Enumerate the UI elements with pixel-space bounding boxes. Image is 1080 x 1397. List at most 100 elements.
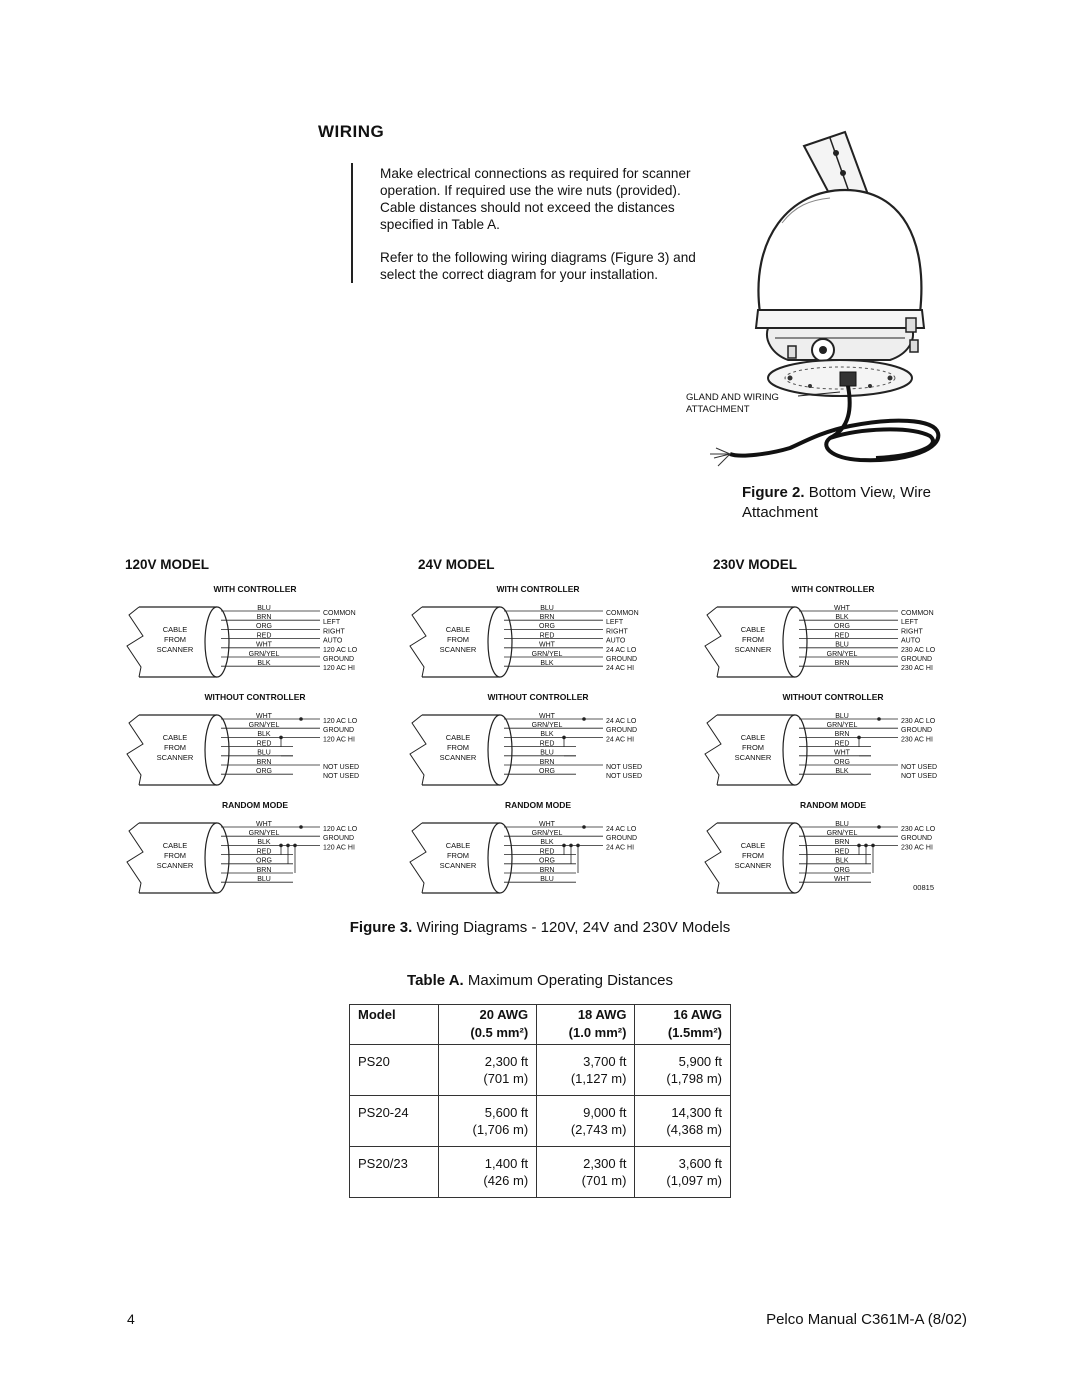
junction-dot [871, 843, 875, 848]
wire-label: BLU [257, 750, 271, 757]
wire-label: BLK [257, 839, 271, 846]
diagram-heading: RANDOM MODE [505, 800, 571, 810]
cable-break [409, 606, 427, 678]
wire-label: GRN/YEL [532, 722, 563, 729]
wire-label: BLK [540, 731, 554, 738]
cell-m: (1,127 m) [536, 1070, 636, 1096]
terminal-label: 120 AC LO [323, 647, 358, 654]
junction-dot [562, 843, 566, 848]
terminal-label: 24 AC HI [606, 665, 634, 672]
terminal-label: RIGHT [606, 628, 629, 635]
terminal-label: COMMON [606, 610, 639, 617]
wire-label: WHT [256, 642, 273, 649]
intro-paragraph: Make electrical connections as required … [380, 166, 691, 232]
wire-label: BLK [257, 731, 271, 738]
wire-label: RED [835, 740, 850, 747]
wire-label: BRN [540, 867, 555, 874]
terminal-label: RIGHT [901, 628, 924, 635]
terminal-label: LEFT [323, 619, 341, 626]
wire-label: BRN [540, 759, 555, 766]
wire-label: WHT [256, 821, 273, 828]
terminal-label: 24 AC HI [606, 736, 634, 743]
figure2-caption: Figure 2. Bottom View, Wire Attachment [742, 483, 1002, 523]
table-row: (1,706 m) (2,743 m) (4,368 m) [349, 1121, 731, 1147]
cable-label: CABLE [163, 841, 188, 850]
cable-label: CABLE [446, 733, 471, 742]
cable-break [704, 822, 722, 894]
terminal-label: 230 AC HI [901, 844, 933, 851]
cable-end [782, 714, 808, 786]
terminal-label: LEFT [606, 619, 624, 626]
wire-label: RED [540, 848, 555, 855]
cable-label: CABLE [163, 625, 188, 634]
cable-label: CABLE [741, 841, 766, 850]
cell-m: (2,743 m) [536, 1121, 636, 1147]
diagram-heading: WITHOUT CONTROLLER [487, 692, 588, 702]
diagram-heading: WITH CONTROLLER [791, 584, 874, 594]
junction-dot [582, 825, 586, 829]
table-header-row-1: Model 20 AWG 18 AWG 16 AWG [349, 1004, 731, 1023]
cable-label: SCANNER [735, 645, 772, 654]
cell-m: (1,097 m) [634, 1172, 731, 1198]
terminal-label: NOT USED [606, 764, 642, 771]
cell-m: (1,706 m) [438, 1121, 538, 1147]
wire-label: WHT [256, 713, 273, 720]
junction-dot [299, 825, 303, 829]
header-16awg-sub: (1.5mm²) [634, 1023, 731, 1045]
wire-label: RED [540, 632, 555, 639]
terminal-label: AUTO [606, 638, 626, 645]
wire-label: ORG [834, 867, 850, 874]
wire-label: BLK [835, 614, 849, 621]
table-row: (426 m) (701 m) (1,097 m) [349, 1172, 731, 1198]
cell-m: (701 m) [536, 1172, 636, 1198]
terminal-label: GROUND [323, 727, 354, 734]
wire-label: BRN [835, 839, 850, 846]
wire-label: BRN [835, 660, 850, 667]
wire-label: BRN [540, 614, 555, 621]
terminal-label: NOT USED [323, 773, 359, 780]
table-row: (701 m) (1,127 m) (1,798 m) [349, 1070, 731, 1096]
wire-label: ORG [539, 623, 555, 630]
cable-label: CABLE [741, 733, 766, 742]
wire-label: BLU [835, 713, 849, 720]
cable-end [204, 822, 230, 894]
wire-label: WHT [539, 821, 556, 828]
tableA-label: Table A. [407, 972, 464, 989]
junction-dot [582, 717, 586, 721]
wire-label: GRN/YEL [532, 651, 563, 658]
terminal-label: 120 AC LO [323, 718, 358, 725]
cable-label: CABLE [741, 625, 766, 634]
terminal-label: 230 AC LO [901, 647, 936, 654]
terminal-label: LEFT [901, 619, 919, 626]
header-20awg: 20 AWG [438, 1004, 538, 1023]
wire-label: BLK [257, 660, 271, 667]
terminal-label: COMMON [323, 610, 356, 617]
terminal-label: GROUND [901, 727, 932, 734]
cell-ft: 2,300 ft [536, 1155, 636, 1172]
figure3-caption: Figure 3. Wiring Diagrams - 120V, 24V an… [0, 919, 1080, 936]
model-title-120v: 120V MODEL [125, 557, 210, 572]
terminal-label: 24 AC LO [606, 647, 637, 654]
junction-dot [857, 735, 861, 740]
terminal-label: GROUND [901, 835, 932, 842]
cell-ft: 14,300 ft [634, 1104, 731, 1121]
terminal-label: NOT USED [901, 773, 937, 780]
wire-label: BLU [257, 876, 271, 883]
cable-label: SCANNER [735, 861, 772, 870]
terminal-label: NOT USED [606, 773, 642, 780]
junction-dot [569, 843, 573, 848]
section-title: WIRING [318, 122, 385, 141]
junction-dot [864, 843, 868, 848]
diagram-heading: WITH CONTROLLER [213, 584, 296, 594]
wire-label: ORG [539, 768, 555, 775]
cable-label: FROM [742, 635, 764, 644]
table-header-row-2: (0.5 mm²) (1.0 mm²) (1.5mm²) [349, 1023, 731, 1045]
terminal-label: 120 AC HI [323, 844, 355, 851]
cable-label: FROM [742, 743, 764, 752]
cable-break [704, 606, 722, 678]
wire-label: ORG [834, 623, 850, 630]
diagram-heading: WITHOUT CONTROLLER [782, 692, 883, 702]
wire-label: BRN [257, 867, 272, 874]
cell-m: (1,798 m) [634, 1070, 731, 1096]
wire-label: RED [257, 632, 272, 639]
